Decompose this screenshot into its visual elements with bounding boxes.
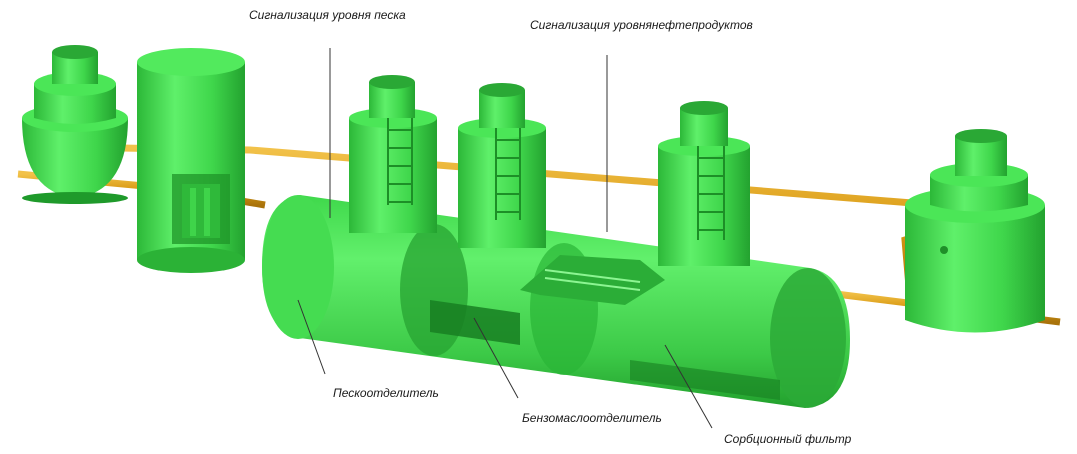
leader-sorption-filter: [664, 344, 713, 429]
outlet-well: [905, 129, 1045, 333]
label-oil-level-alarm: Сигнализация уровнянефтепродуктов: [530, 18, 753, 32]
label-sand-level-alarm: Сигнализация уровня песка: [249, 8, 406, 22]
shaft-1: [349, 75, 437, 233]
shaft-3: [658, 101, 750, 266]
leader-oil-separator: [473, 317, 519, 399]
inlet-well: [22, 45, 128, 204]
label-sorption-filter: Сорбционный фильтр: [724, 432, 852, 446]
label-sand-separator: Пескоотделитель: [333, 386, 439, 400]
label-oil-separator: Бензомаслоотделитель: [522, 411, 662, 425]
shaft-2: [458, 83, 546, 248]
leader-lines: [297, 48, 713, 429]
tall-tank: [137, 48, 245, 273]
main-horizontal-tank: [262, 195, 850, 408]
leader-sand-separator: [297, 299, 326, 375]
